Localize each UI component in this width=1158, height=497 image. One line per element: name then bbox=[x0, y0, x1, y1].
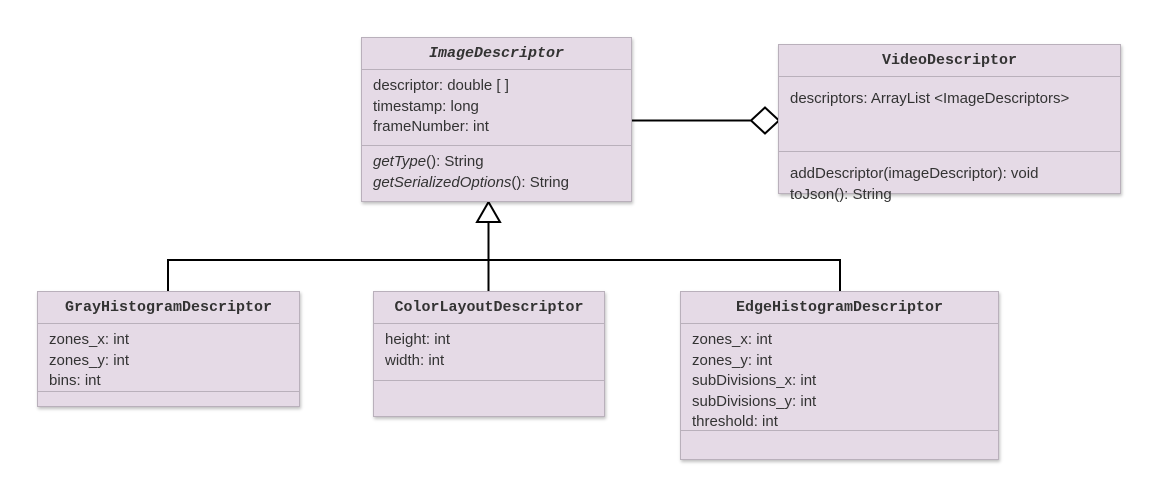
method: getType(): String bbox=[373, 152, 620, 173]
methods-section bbox=[374, 381, 604, 391]
attribute: threshold: int bbox=[692, 413, 778, 430]
attributes-section: height: int width: int bbox=[374, 324, 604, 381]
attribute: frameNumber: int bbox=[373, 118, 489, 135]
method: toJson(): String bbox=[790, 185, 892, 203]
attribute: width: int bbox=[385, 351, 445, 369]
class-name: ColorLayoutDescriptor bbox=[374, 292, 604, 324]
attribute: zones_x: int bbox=[692, 331, 773, 348]
method: getSerializedOptions(): String bbox=[373, 173, 620, 194]
method-name: getSerializedOptions bbox=[373, 173, 512, 191]
attributes-section: descriptors: ArrayList <ImageDescriptors… bbox=[779, 77, 1120, 152]
class-name: EdgeHistogramDescriptor bbox=[681, 292, 998, 324]
class-image-descriptor[interactable]: ImageDescriptor descriptor: double [ ] t… bbox=[361, 37, 632, 202]
methods-section bbox=[681, 431, 998, 441]
attribute: zones_x: int bbox=[49, 331, 130, 348]
attribute: zones_y: int bbox=[49, 351, 130, 369]
attributes-section: zones_x: int zones_y: int bins: int bbox=[38, 324, 299, 392]
method-signature: (): String bbox=[511, 173, 569, 191]
inheritance-triangle-icon bbox=[475, 199, 502, 223]
method-name: getType bbox=[373, 153, 427, 170]
methods-section bbox=[38, 392, 299, 402]
class-gray-histogram-descriptor[interactable]: GrayHistogramDescriptor zones_x: int zon… bbox=[37, 291, 300, 407]
class-name: GrayHistogramDescriptor bbox=[38, 292, 299, 324]
method-signature: (): String bbox=[426, 153, 484, 170]
class-edge-histogram-descriptor[interactable]: EdgeHistogramDescriptor zones_x: int zon… bbox=[680, 291, 999, 460]
aggregation-diamond-icon bbox=[749, 106, 781, 135]
attribute: height: int bbox=[385, 331, 451, 348]
attribute: bins: int bbox=[49, 372, 101, 389]
method: addDescriptor(imageDescriptor): void bbox=[790, 165, 1039, 182]
attribute: descriptor: double [ ] bbox=[373, 77, 509, 94]
class-color-layout-descriptor[interactable]: ColorLayoutDescriptor height: int width:… bbox=[373, 291, 605, 417]
attribute: zones_y: int bbox=[692, 351, 773, 369]
methods-section: addDescriptor(imageDescriptor): void toJ… bbox=[779, 152, 1120, 209]
methods-section: getType(): String getSerializedOptions()… bbox=[362, 146, 631, 197]
class-name: VideoDescriptor bbox=[779, 45, 1120, 77]
class-video-descriptor[interactable]: VideoDescriptor descriptors: ArrayList <… bbox=[778, 44, 1121, 203]
attributes-section: descriptor: double [ ] timestamp: long f… bbox=[362, 70, 631, 146]
attribute: descriptors: ArrayList <ImageDescriptors… bbox=[790, 90, 1070, 107]
attribute: timestamp: long bbox=[373, 97, 479, 115]
attribute: subDivisions_y: int bbox=[692, 392, 817, 410]
class-name: ImageDescriptor bbox=[362, 38, 631, 70]
attributes-section: zones_x: int zones_y: int subDivisions_x… bbox=[681, 324, 998, 431]
attribute: subDivisions_x: int bbox=[692, 372, 817, 389]
